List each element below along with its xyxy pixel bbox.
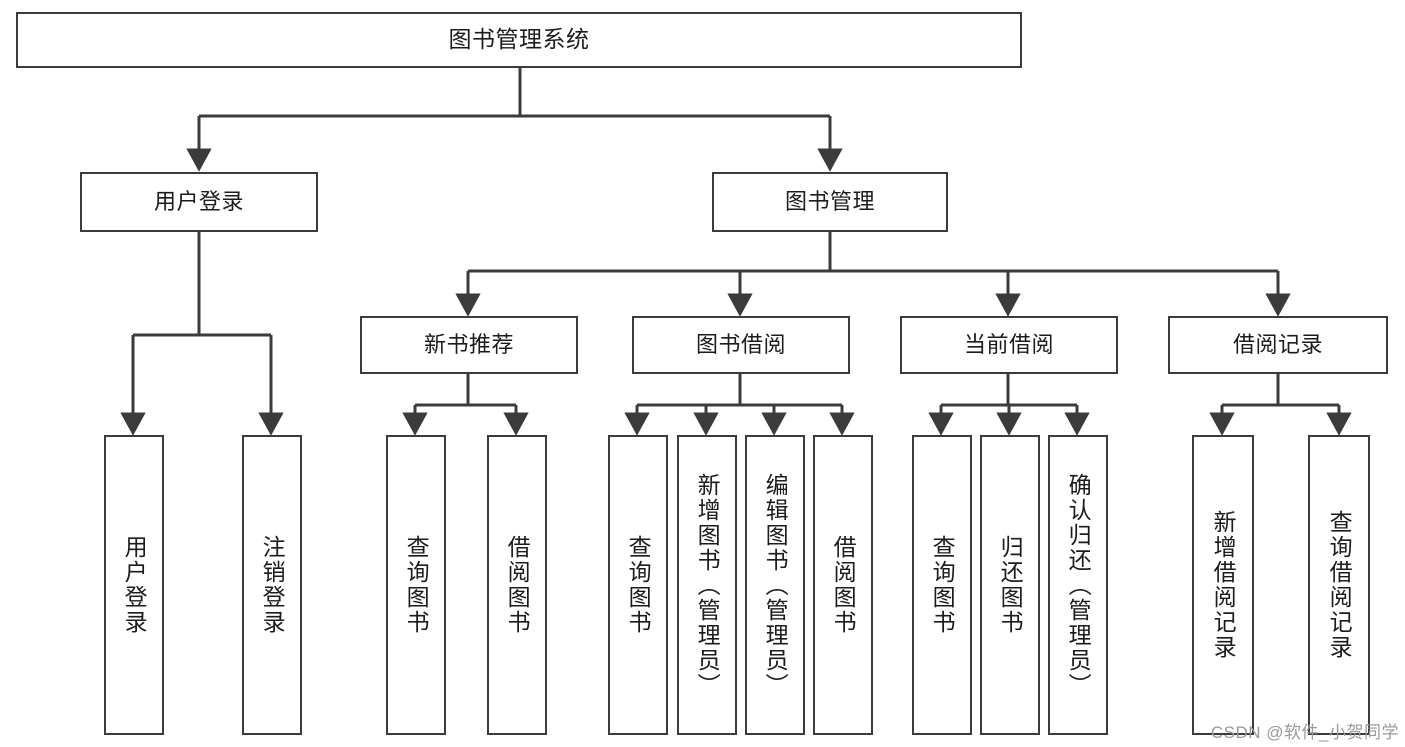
node-leaf-query-book-1[interactable]: 查询图书	[386, 435, 446, 735]
node-leaf-edit-book[interactable]: 编辑图书（管理员）	[745, 435, 805, 735]
node-leaf-return-book[interactable]: 归还图书	[980, 435, 1040, 735]
node-label: 确认归还（管理员）	[1065, 472, 1092, 698]
node-label: 用户登录	[153, 189, 244, 215]
node-label: 新增图书（管理员）	[694, 472, 721, 698]
node-leaf-confirm-return[interactable]: 确认归还（管理员）	[1048, 435, 1108, 735]
node-label: 借阅记录	[1232, 332, 1323, 358]
node-label: 图书管理	[784, 189, 875, 215]
node-borrow-record[interactable]: 借阅记录	[1168, 316, 1388, 374]
node-current-borrow[interactable]: 当前借阅	[900, 316, 1118, 374]
node-leaf-borrow-book-2[interactable]: 借阅图书	[813, 435, 873, 735]
node-label: 图书管理系统	[448, 26, 590, 53]
node-label: 注销登录	[259, 535, 286, 635]
node-label: 新书推荐	[423, 332, 514, 358]
node-label: 编辑图书（管理员）	[762, 472, 789, 698]
node-label: 查询图书	[929, 535, 956, 635]
node-leaf-logout-login[interactable]: 注销登录	[242, 435, 302, 735]
node-user-login[interactable]: 用户登录	[80, 172, 318, 232]
node-leaf-query-record[interactable]: 查询借阅记录	[1308, 435, 1370, 735]
node-label: 用户登录	[121, 535, 148, 635]
node-label: 借阅图书	[830, 535, 857, 635]
csdn-watermark: CSDN @软件_小贺同学	[1210, 723, 1399, 742]
node-label: 借阅图书	[504, 535, 531, 635]
node-leaf-add-record[interactable]: 新增借阅记录	[1192, 435, 1254, 735]
node-label: 归还图书	[997, 535, 1024, 635]
node-book-borrow[interactable]: 图书借阅	[632, 316, 850, 374]
node-leaf-query-book-3[interactable]: 查询图书	[912, 435, 972, 735]
node-label: 当前借阅	[963, 332, 1054, 358]
node-label: 查询图书	[625, 535, 652, 635]
node-leaf-borrow-book-1[interactable]: 借阅图书	[487, 435, 547, 735]
node-label: 新增借阅记录	[1210, 510, 1237, 660]
node-leaf-user-login[interactable]: 用户登录	[104, 435, 164, 735]
node-root-system[interactable]: 图书管理系统	[16, 12, 1022, 68]
node-new-book-recommend[interactable]: 新书推荐	[360, 316, 578, 374]
node-label: 查询借阅记录	[1326, 510, 1353, 660]
node-label: 查询图书	[403, 535, 430, 635]
node-leaf-add-book[interactable]: 新增图书（管理员）	[677, 435, 737, 735]
node-book-management[interactable]: 图书管理	[712, 172, 948, 232]
node-leaf-query-book-2[interactable]: 查询图书	[608, 435, 668, 735]
node-label: 图书借阅	[695, 332, 786, 358]
